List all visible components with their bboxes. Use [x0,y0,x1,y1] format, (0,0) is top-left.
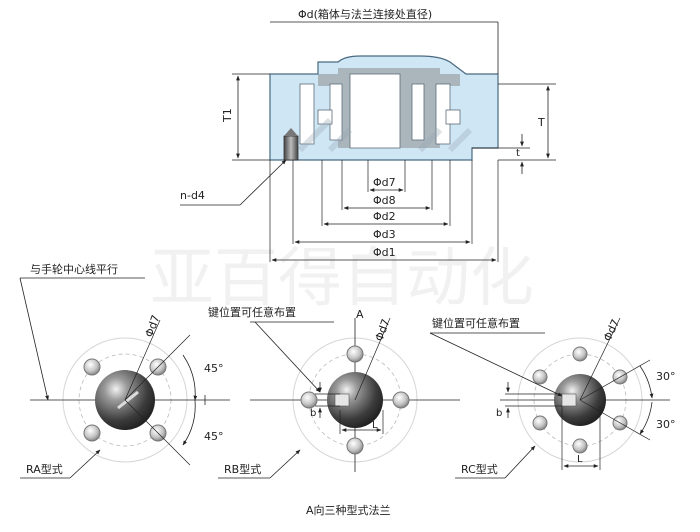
n-d4-label: n-d4 [180,189,205,202]
rb-shaft-key [334,393,350,407]
rc-hole-4 [572,438,588,454]
ra-45-bottom-label: 45° [204,430,224,443]
rb-view: b L Φd7 A 键位置可任意布置 RB型式 [208,305,460,479]
rb-label: RB型式 [224,462,261,476]
d3-label: Φd3 [373,228,396,241]
seal-right [445,109,461,125]
rb-b-label: b [310,408,316,419]
ra-label: RA型式 [26,462,63,476]
rb-hole-2 [346,437,364,455]
ra-hole-1 [83,358,101,376]
rb-keyway-note: 键位置可任意布置 [208,305,296,319]
watermark-text: 亚百得自动化 [150,242,534,316]
rb-hole-4 [392,391,410,409]
rc-30-bottom-label: 30° [656,418,676,431]
rb-hole-3 [300,391,318,409]
diameter-extension-lines [269,160,499,262]
rc-d7-label: Φd7 [601,317,622,343]
bolt [283,135,299,161]
d7-label: Φd7 [373,176,396,189]
t-label: t [516,148,520,159]
rc-L-label: L [577,454,583,465]
ra-45-top-label: 45° [204,362,224,375]
parallel-note-leader [19,277,49,401]
rc-hole-6 [532,369,548,385]
ra-shaft-key [117,390,139,410]
rc-keyway-note: 键位置可任意布置 [432,316,520,330]
T1-label: T1 [221,108,234,123]
bolt-tip [284,128,298,136]
rc-30-top-label: 30° [656,370,676,383]
d2-label: Φd2 [373,210,396,223]
top-diameter-label: Φd(箱体与法兰连接处直径) [298,7,432,21]
T-label: T [537,116,545,129]
ra-d7-label: Φd7 [143,313,163,339]
rc-shaft-key [561,393,577,407]
parallel-note: 与手轮中心线平行 [30,262,118,276]
ra-d7-leader [124,319,161,401]
seal-left [317,109,333,125]
groove-right-inner [411,83,425,141]
section-hatch [297,117,473,153]
view-A-label: A [356,308,364,321]
groove-left-outer [299,83,315,145]
rc-hole-5 [532,415,548,431]
rb-L-label: L [372,420,378,431]
ra-hole-3 [83,424,101,442]
figure-caption: A向三种型式法兰 [306,503,391,517]
rb-keyway-leader [254,321,321,393]
section-view: T1 T t Φd(箱体与法兰连接处直径) n-d4 [180,7,556,262]
rc-view: 30° 30° b L Φd7 键位置可任意布置 RC型式 [429,316,676,479]
rc-label: RC型式 [461,462,498,476]
n-d4-leader [239,159,287,206]
rc-keyway-leader [429,332,563,397]
rb-d7-label: Φd7 [373,317,393,343]
d8-label: Φd8 [373,194,396,207]
d1-label: Φd1 [373,246,396,259]
rc-b-label: b [496,408,502,419]
rb-hole-1 [346,345,364,363]
bore [349,73,401,149]
rc-hole-1 [572,346,588,362]
